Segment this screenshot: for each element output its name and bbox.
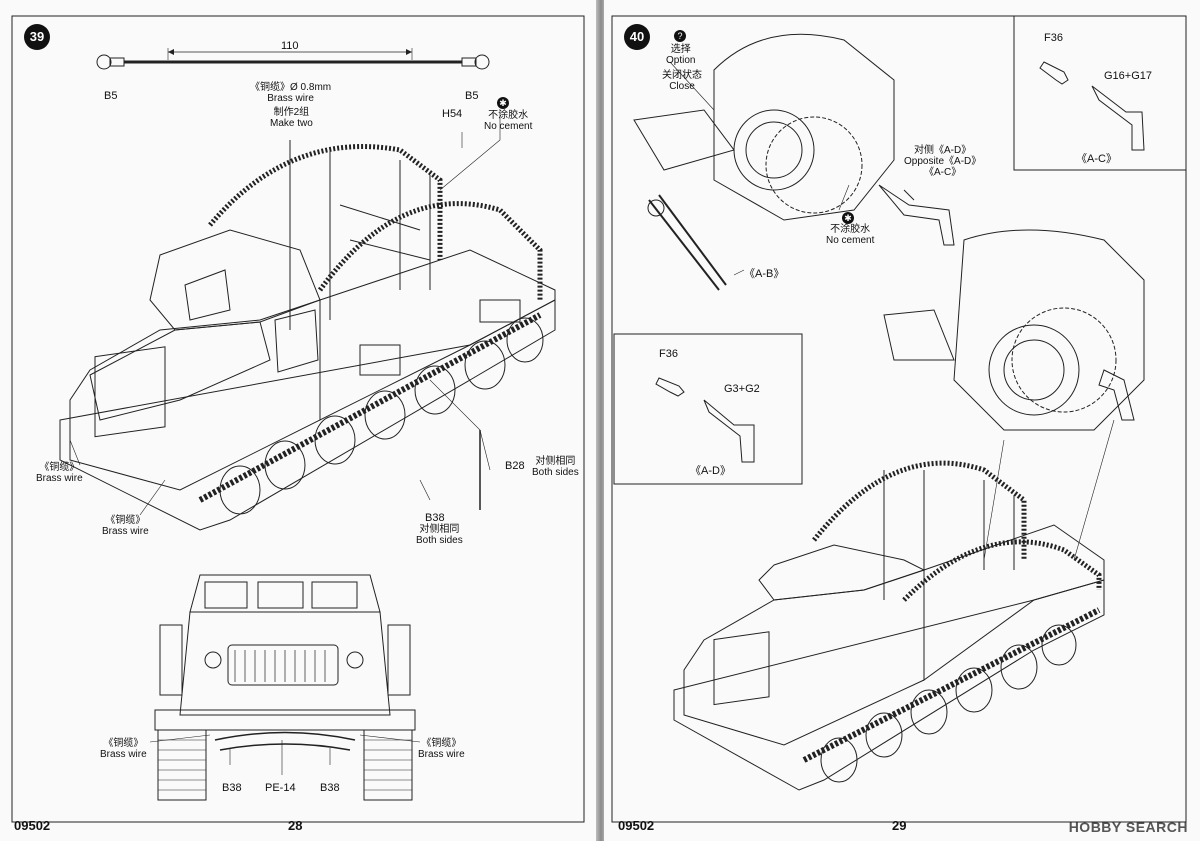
part-h54: H54 [442,108,463,120]
brass-en-text: Brass wire [100,749,147,760]
inset-ac-part-g16-g17: G16+G17 [1104,70,1153,82]
right-page-line-art [611,15,1187,823]
brass-en-text: Brass wire [418,749,465,760]
no-cement-cn-text: 不涂胶水 [830,224,871,235]
brass-wire-callout-3: 《铜缆》 Brass wire [100,738,147,760]
opposite-ad-note: 对侧《A-D》 Opposite《A-D》 《A-C》 [904,145,981,178]
brass-wire-spec: 《铜缆》Ø 0.8mm Brass wire [250,82,331,104]
ac-label-text: 《A-C》 [924,167,962,178]
part-b5-right: B5 [465,90,479,102]
both-sides-en-text: Both sides [416,535,463,546]
no-cement-icon: ✱ [842,212,854,224]
part-pe14: PE-14 [265,782,296,794]
part-b5-left: B5 [104,90,118,102]
kit-number: 09502 [14,818,51,833]
option-en-text: Option [666,55,696,66]
inset-ad-label: 《A-D》 [690,465,731,477]
close-note: 关闭状态 Close [662,70,702,92]
left-page: 39 110 B5 B5 《铜缆》Ø 0.8mm Brass wire 制作2组… [0,0,598,841]
option-cn-text: 选择 [670,44,691,55]
brass-wire-callout-4: 《铜缆》 Brass wire [418,738,465,760]
part-b38-front-right: B38 [320,782,340,794]
inset-ac-part-f36: F36 [1044,32,1063,44]
close-en-text: Close [669,81,695,92]
page-number: 29 [892,818,907,833]
brass-en-text: Brass wire [102,526,149,537]
brass-wire-callout-1: 《铜缆》 Brass wire [36,462,83,484]
right-page: 40 ? 选择 Option 关闭状态 Close 对侧《A-D》 Opposi… [604,0,1200,841]
inset-ac-label: 《A-C》 [1076,153,1117,165]
both-sides-note-b38: 对侧相同 Both sides [416,524,463,546]
part-b28: B28 [505,460,525,472]
opposite-en-text: Opposite《A-D》 [904,156,982,167]
brass-cn-text: 《铜缆》 [39,462,80,473]
brass-wire-callout-2: 《铜缆》 Brass wire [102,515,149,537]
both-sides-cn-text: 对侧相同 [419,524,460,535]
make-two-note: 制作2组 Make two [270,107,313,129]
left-page-line-art [11,15,585,823]
option-icon: ? [674,30,686,42]
no-cement-icon: ✱ [497,97,509,109]
make-cn-text: 制作2组 [273,107,310,118]
opposite-cn-text: 对侧《A-D》 [914,145,972,156]
brass-cn-text: 《铜缆》 [421,738,462,749]
page-number: 28 [288,818,303,833]
both-sides-note-b28: 对侧相同 Both sides [532,456,579,478]
ab-label: 《A-B》 [744,268,785,280]
both-sides-en-text: Both sides [532,467,579,478]
kit-number: 09502 [618,818,655,833]
make-en-text: Make two [270,118,313,129]
brass-en-text: Brass wire [36,473,83,484]
wire-cn-text: 《铜缆》Ø 0.8mm [250,82,332,93]
inset-ad-part-f36: F36 [659,348,678,360]
part-b38-front-left: B38 [222,782,242,794]
no-cement-note: 不涂胶水 No cement [826,224,874,246]
step-number-badge: 40 [624,24,650,50]
wire-en-text: Brass wire [267,93,314,104]
part-b38: B38 [425,512,445,524]
no-cement-en-text: No cement [484,121,533,132]
brass-cn-text: 《铜缆》 [103,738,144,749]
close-cn-text: 关闭状态 [662,70,702,81]
wire-length-label: 110 [281,40,299,52]
both-sides-cn-text: 对侧相同 [535,456,576,467]
book-gutter [596,0,606,841]
inset-ad-part-g3-g2: G3+G2 [724,383,760,395]
option-note: 选择 Option [666,44,695,66]
no-cement-cn-text: 不涂胶水 [488,110,529,121]
step-number-badge: 39 [24,24,50,50]
brass-cn-text: 《铜缆》 [105,515,146,526]
hobby-search-watermark: HOBBY SEARCH [1068,819,1188,835]
no-cement-note: 不涂胶水 No cement [484,110,532,132]
no-cement-en-text: No cement [826,235,875,246]
